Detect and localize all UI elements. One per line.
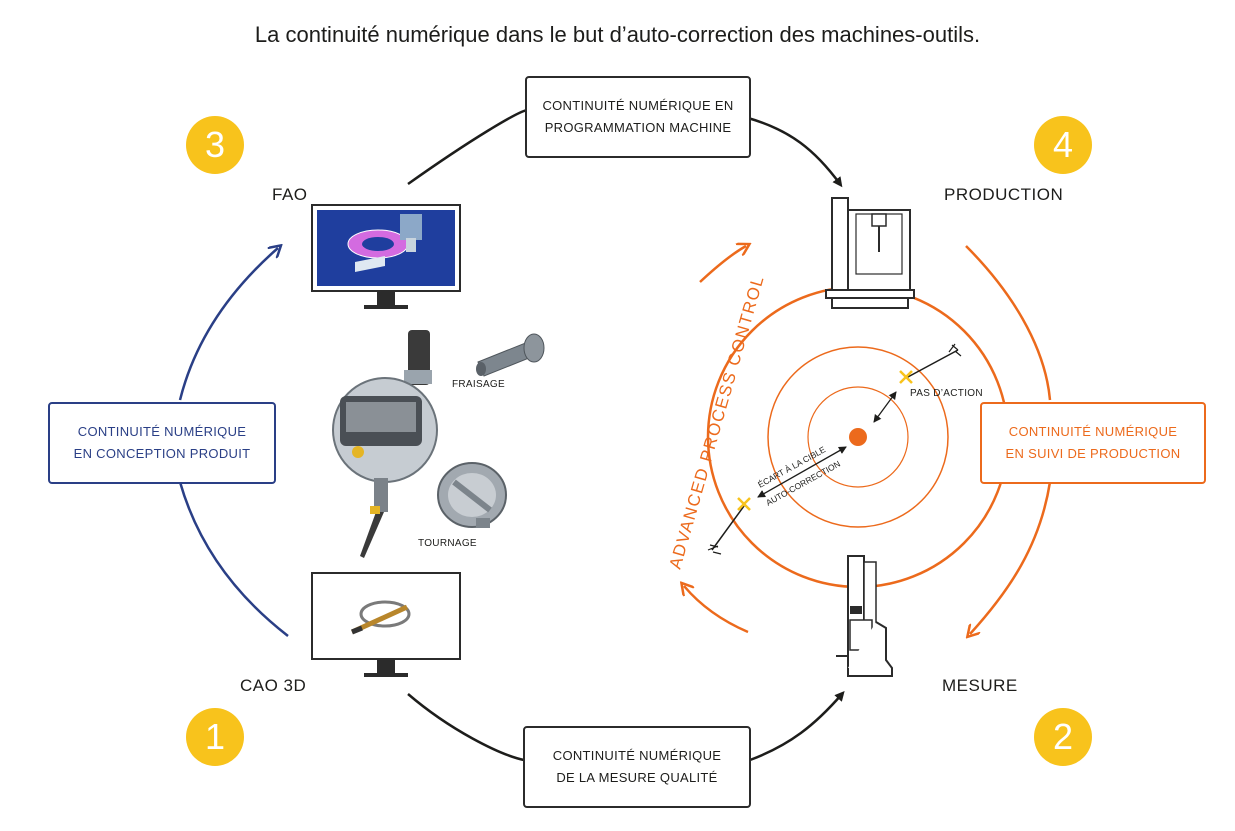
- step-label-fao: FAO: [272, 185, 308, 204]
- step-badge-3: 3: [186, 116, 244, 174]
- box-mesure-qualite-line2: DE LA MESURE QUALITÉ: [556, 770, 718, 785]
- box-conception-produit: CONTINUITÉ NUMÉRIQUE EN CONCEPTION PRODU…: [48, 402, 276, 484]
- arc-apc-top: [699, 246, 746, 283]
- fraisage-tool-icon: [476, 333, 545, 377]
- target-center: [849, 428, 867, 446]
- cao-monitor-icon: [311, 572, 461, 677]
- arrow-pas-action-fletch: [948, 343, 962, 357]
- arc-orange-right-top: [965, 245, 1052, 401]
- step-label-cao: CAO 3D: [240, 676, 307, 695]
- box-programmation-line2: PROGRAMMATION MACHINE: [544, 120, 732, 135]
- arrow-pas-action: [905, 349, 959, 379]
- cross-ecart: [737, 497, 751, 511]
- arc-bottom-right: [749, 690, 845, 762]
- arc-orange-right-bottom: [970, 481, 1052, 634]
- box-programmation-machine: CONTINUITÉ NUMÉRIQUE EN PROGRAMMATION MA…: [525, 76, 751, 158]
- target-ring-inner: [807, 386, 909, 488]
- box-programmation-line1: CONTINUITÉ NUMÉRIQUE EN: [542, 98, 734, 113]
- comparator-gauge-icon: [332, 330, 438, 558]
- dim-pas-action: [873, 391, 897, 423]
- box-suivi-line1: CONTINUITÉ NUMÉRIQUE: [1008, 424, 1178, 439]
- box-mesure-qualite-line1: CONTINUITÉ NUMÉRIQUE: [552, 748, 722, 763]
- cross-pas-action: [899, 370, 913, 384]
- label-fraisage: FRAISAGE: [452, 379, 505, 390]
- step-badge-2: 2: [1034, 708, 1092, 766]
- cnc-machine-icon: [825, 197, 915, 309]
- arc-top: [407, 108, 529, 186]
- target-ring-mid: [767, 346, 949, 528]
- step-badge-1: 1: [186, 708, 244, 766]
- dim-ecart: [757, 446, 847, 498]
- arc-blue-bottom: [178, 481, 289, 637]
- arrow-ecart-fletch: [707, 544, 722, 555]
- arc-top-right: [747, 116, 843, 188]
- step-badge-4: 4: [1034, 116, 1092, 174]
- tournage-part-icon: [437, 462, 507, 528]
- step-label-production: PRODUCTION: [944, 185, 1064, 204]
- box-suivi-production: CONTINUITÉ NUMÉRIQUE EN SUIVI DE PRODUCT…: [980, 402, 1206, 484]
- page-title: La continuité numérique dans le but d’au…: [254, 22, 981, 47]
- arc-blue-top: [178, 248, 278, 401]
- box-mesure-qualite: CONTINUITÉ NUMÉRIQUE DE LA MESURE QUALIT…: [523, 726, 751, 808]
- box-conception-line2: EN CONCEPTION PRODUIT: [73, 446, 251, 461]
- box-conception-line1: CONTINUITÉ NUMÉRIQUE: [77, 424, 247, 439]
- step-label-mesure: MESURE: [942, 676, 1018, 695]
- apc-label: ADVANCED PROCESS CONTROL: [666, 273, 768, 571]
- arrow-ecart: [711, 505, 745, 551]
- fao-monitor-icon: [311, 204, 461, 309]
- height-gauge-icon: [836, 555, 893, 677]
- label-tournage: TOURNAGE: [418, 538, 477, 549]
- label-pas-action: PAS D’ACTION: [910, 388, 983, 399]
- arc-bottom: [407, 693, 525, 762]
- arc-apc-bottom: [684, 586, 749, 634]
- box-suivi-line2: EN SUIVI DE PRODUCTION: [1005, 446, 1181, 461]
